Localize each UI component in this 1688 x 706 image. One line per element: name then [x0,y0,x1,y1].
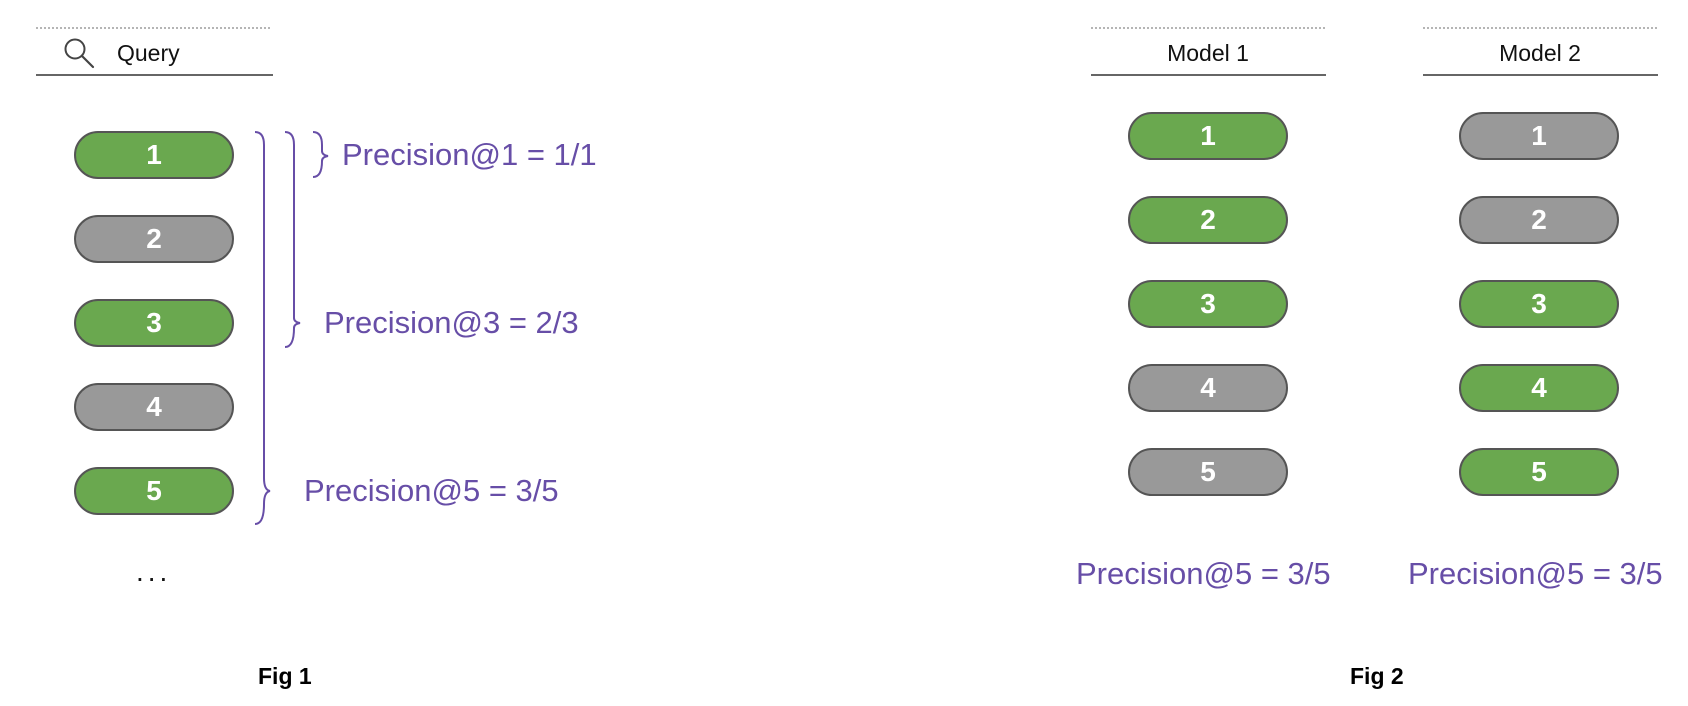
fig1-result-1: 1 [74,131,234,179]
fig1-precision-at-3: Precision@3 = 2/3 [324,305,579,340]
fig1-result-2: 2 [74,215,234,263]
model2-result-2: 2 [1459,196,1619,244]
model1-header-dots [1091,27,1325,29]
model1-label: Model 1 [1167,40,1249,66]
model1-result-3: 3 [1128,280,1288,328]
bracket-p5 [254,131,271,525]
fig1-result-5: 5 [74,467,234,515]
search-icon [62,36,96,70]
model2-header-underline [1423,74,1658,76]
model2-result-3: 3 [1459,280,1619,328]
model1-result-5: 5 [1128,448,1288,496]
model2-header-dots [1423,27,1657,29]
fig1-result-4: 4 [74,383,234,431]
model1-result-1: 1 [1128,112,1288,160]
model2-precision-at-5: Precision@5 = 3/5 [1408,556,1663,591]
model1-precision-at-5: Precision@5 = 3/5 [1076,556,1331,591]
fig1-result-3: 3 [74,299,234,347]
model1-result-4: 4 [1128,364,1288,412]
fig1-header-dots [36,27,270,29]
fig1-more-results-ellipsis: ... [136,556,172,587]
fig1-header-underline [36,74,273,76]
model2-label: Model 2 [1499,40,1581,66]
fig2-caption: Fig 2 [1350,663,1404,689]
model1-header-underline [1091,74,1326,76]
bracket-p1 [312,131,329,178]
model1-result-2: 2 [1128,196,1288,244]
fig1-caption: Fig 1 [258,663,312,689]
fig1-precision-at-1: Precision@1 = 1/1 [342,137,597,172]
model2-result-4: 4 [1459,364,1619,412]
bracket-p3 [284,131,301,348]
model2-result-5: 5 [1459,448,1619,496]
model2-result-1: 1 [1459,112,1619,160]
query-label: Query [117,40,180,66]
fig1-precision-at-5: Precision@5 = 3/5 [304,473,559,508]
